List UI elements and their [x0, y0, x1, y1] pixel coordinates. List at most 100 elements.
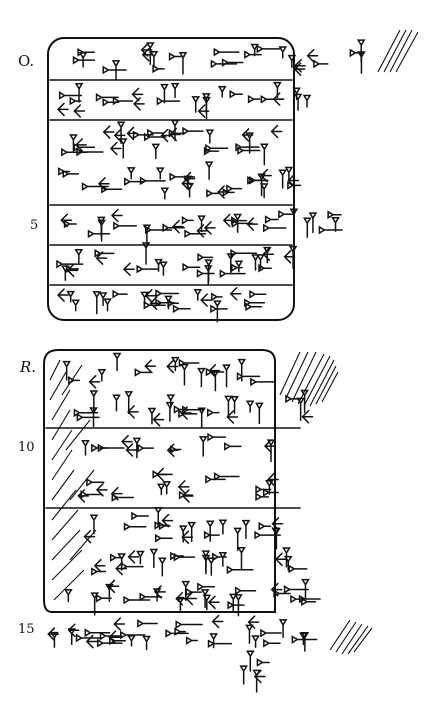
wedge-stroke [137, 443, 154, 453]
reverse-left-edge-hatch [49, 359, 97, 601]
wedge-stroke [113, 128, 126, 143]
wedge-stroke [152, 412, 165, 427]
wedge-stroke [56, 259, 84, 269]
wedge-stroke [149, 548, 159, 569]
cuneiform-sign [278, 46, 306, 76]
wedge-stroke [74, 249, 84, 265]
wedge-stroke [300, 389, 309, 413]
wedge-stroke [211, 292, 223, 302]
wedge-stroke [185, 183, 194, 198]
cuneiform-sign [302, 210, 343, 239]
wedge-stroke [181, 176, 194, 191]
cuneiform-sign [245, 615, 260, 648]
wedge-stroke [258, 521, 272, 531]
wedge-stroke [278, 169, 287, 189]
wedge-stroke [127, 635, 136, 647]
wedge-stroke [198, 436, 208, 457]
reverse-label: R. [20, 358, 37, 376]
cuneiform-sign [152, 467, 173, 496]
wedge-stroke [169, 445, 182, 454]
wedge-stroke [288, 245, 298, 270]
wedge-stroke [178, 490, 194, 500]
wedge-stroke [131, 87, 144, 102]
cuneiform-sign [75, 628, 111, 649]
wedge-stroke [278, 209, 295, 219]
wedge-stroke [241, 128, 254, 142]
wedge-stroke [176, 596, 185, 613]
wedge-stroke [287, 54, 297, 68]
cuneiform-sign [102, 60, 127, 80]
cuneiform-sign [291, 632, 318, 652]
wedge-stroke [137, 619, 158, 628]
wedge-stroke [210, 59, 238, 69]
cuneiform-signs [47, 39, 366, 693]
wedge-stroke [187, 521, 196, 543]
wedge-stroke [171, 219, 184, 234]
wedge-stroke [209, 633, 218, 649]
cuneiform-sign [244, 43, 282, 59]
wedge-stroke [136, 550, 145, 565]
cuneiform-sign [205, 364, 231, 392]
wedge-stroke [112, 352, 122, 372]
wedge-stroke [161, 513, 174, 528]
wedge-stroke [301, 578, 310, 600]
wedge-stroke [178, 51, 188, 75]
wedge-stroke [173, 552, 196, 562]
wedge-stroke [156, 483, 166, 496]
wedge-stroke [200, 589, 210, 609]
wedge-stroke [184, 229, 207, 239]
wedge-stroke [165, 629, 189, 638]
wedge-stroke [287, 173, 300, 188]
wedge-stroke [180, 406, 192, 420]
wedge-stroke [207, 432, 227, 442]
wedge-stroke [69, 134, 78, 152]
cuneiform-sign [182, 126, 229, 156]
wedge-stroke [133, 97, 145, 111]
wedge-stroke [172, 304, 191, 314]
wedge-stroke [159, 261, 168, 276]
cuneiform-sign [56, 82, 86, 118]
wedge-stroke [124, 391, 134, 415]
wedge-stroke [112, 289, 128, 299]
wedge-stroke [95, 483, 108, 497]
wedge-stroke [247, 94, 261, 104]
cuneiform-sign [134, 359, 157, 377]
wedge-stroke [83, 529, 96, 544]
reverse-top-right-hatch [279, 351, 339, 407]
wedge-stroke [181, 530, 194, 544]
wedge-stroke [144, 359, 157, 373]
wedge-stroke [237, 146, 261, 155]
wedge-stroke [77, 47, 95, 57]
wedge-stroke [50, 631, 59, 648]
cuneiform-sign [198, 432, 242, 457]
wedge-stroke [185, 587, 203, 597]
wedge-stroke [126, 126, 139, 141]
wedge-stroke [302, 217, 312, 239]
wedge-stroke [245, 650, 255, 672]
cuneiform-sign [205, 472, 240, 484]
wedge-stroke [262, 488, 279, 497]
wedge-stroke [155, 289, 180, 298]
wedge-stroke [274, 552, 287, 567]
cuneiform-sign [120, 619, 158, 651]
wedge-stroke [231, 263, 243, 273]
wedge-stroke [94, 248, 115, 258]
wedge-stroke [95, 251, 108, 265]
cuneiform-sign [239, 650, 270, 693]
cuneiform-sign [77, 477, 108, 503]
cuneiform-sign [278, 166, 302, 190]
cuneiform-sign [87, 216, 111, 242]
wedge-stroke [203, 530, 220, 540]
wedge-stroke [233, 213, 242, 233]
wedge-stroke [62, 169, 80, 179]
wedge-stroke [229, 89, 244, 99]
wedge-stroke [285, 394, 301, 404]
wedge-stroke [255, 492, 270, 502]
wedge-stroke [182, 126, 204, 136]
cuneiform-sign [251, 246, 275, 273]
cuneiform-sign [58, 167, 80, 179]
wedge-stroke [283, 585, 309, 594]
cuneiform-sign [147, 394, 176, 427]
wedge-stroke [204, 161, 214, 180]
wedge-stroke [201, 554, 211, 575]
